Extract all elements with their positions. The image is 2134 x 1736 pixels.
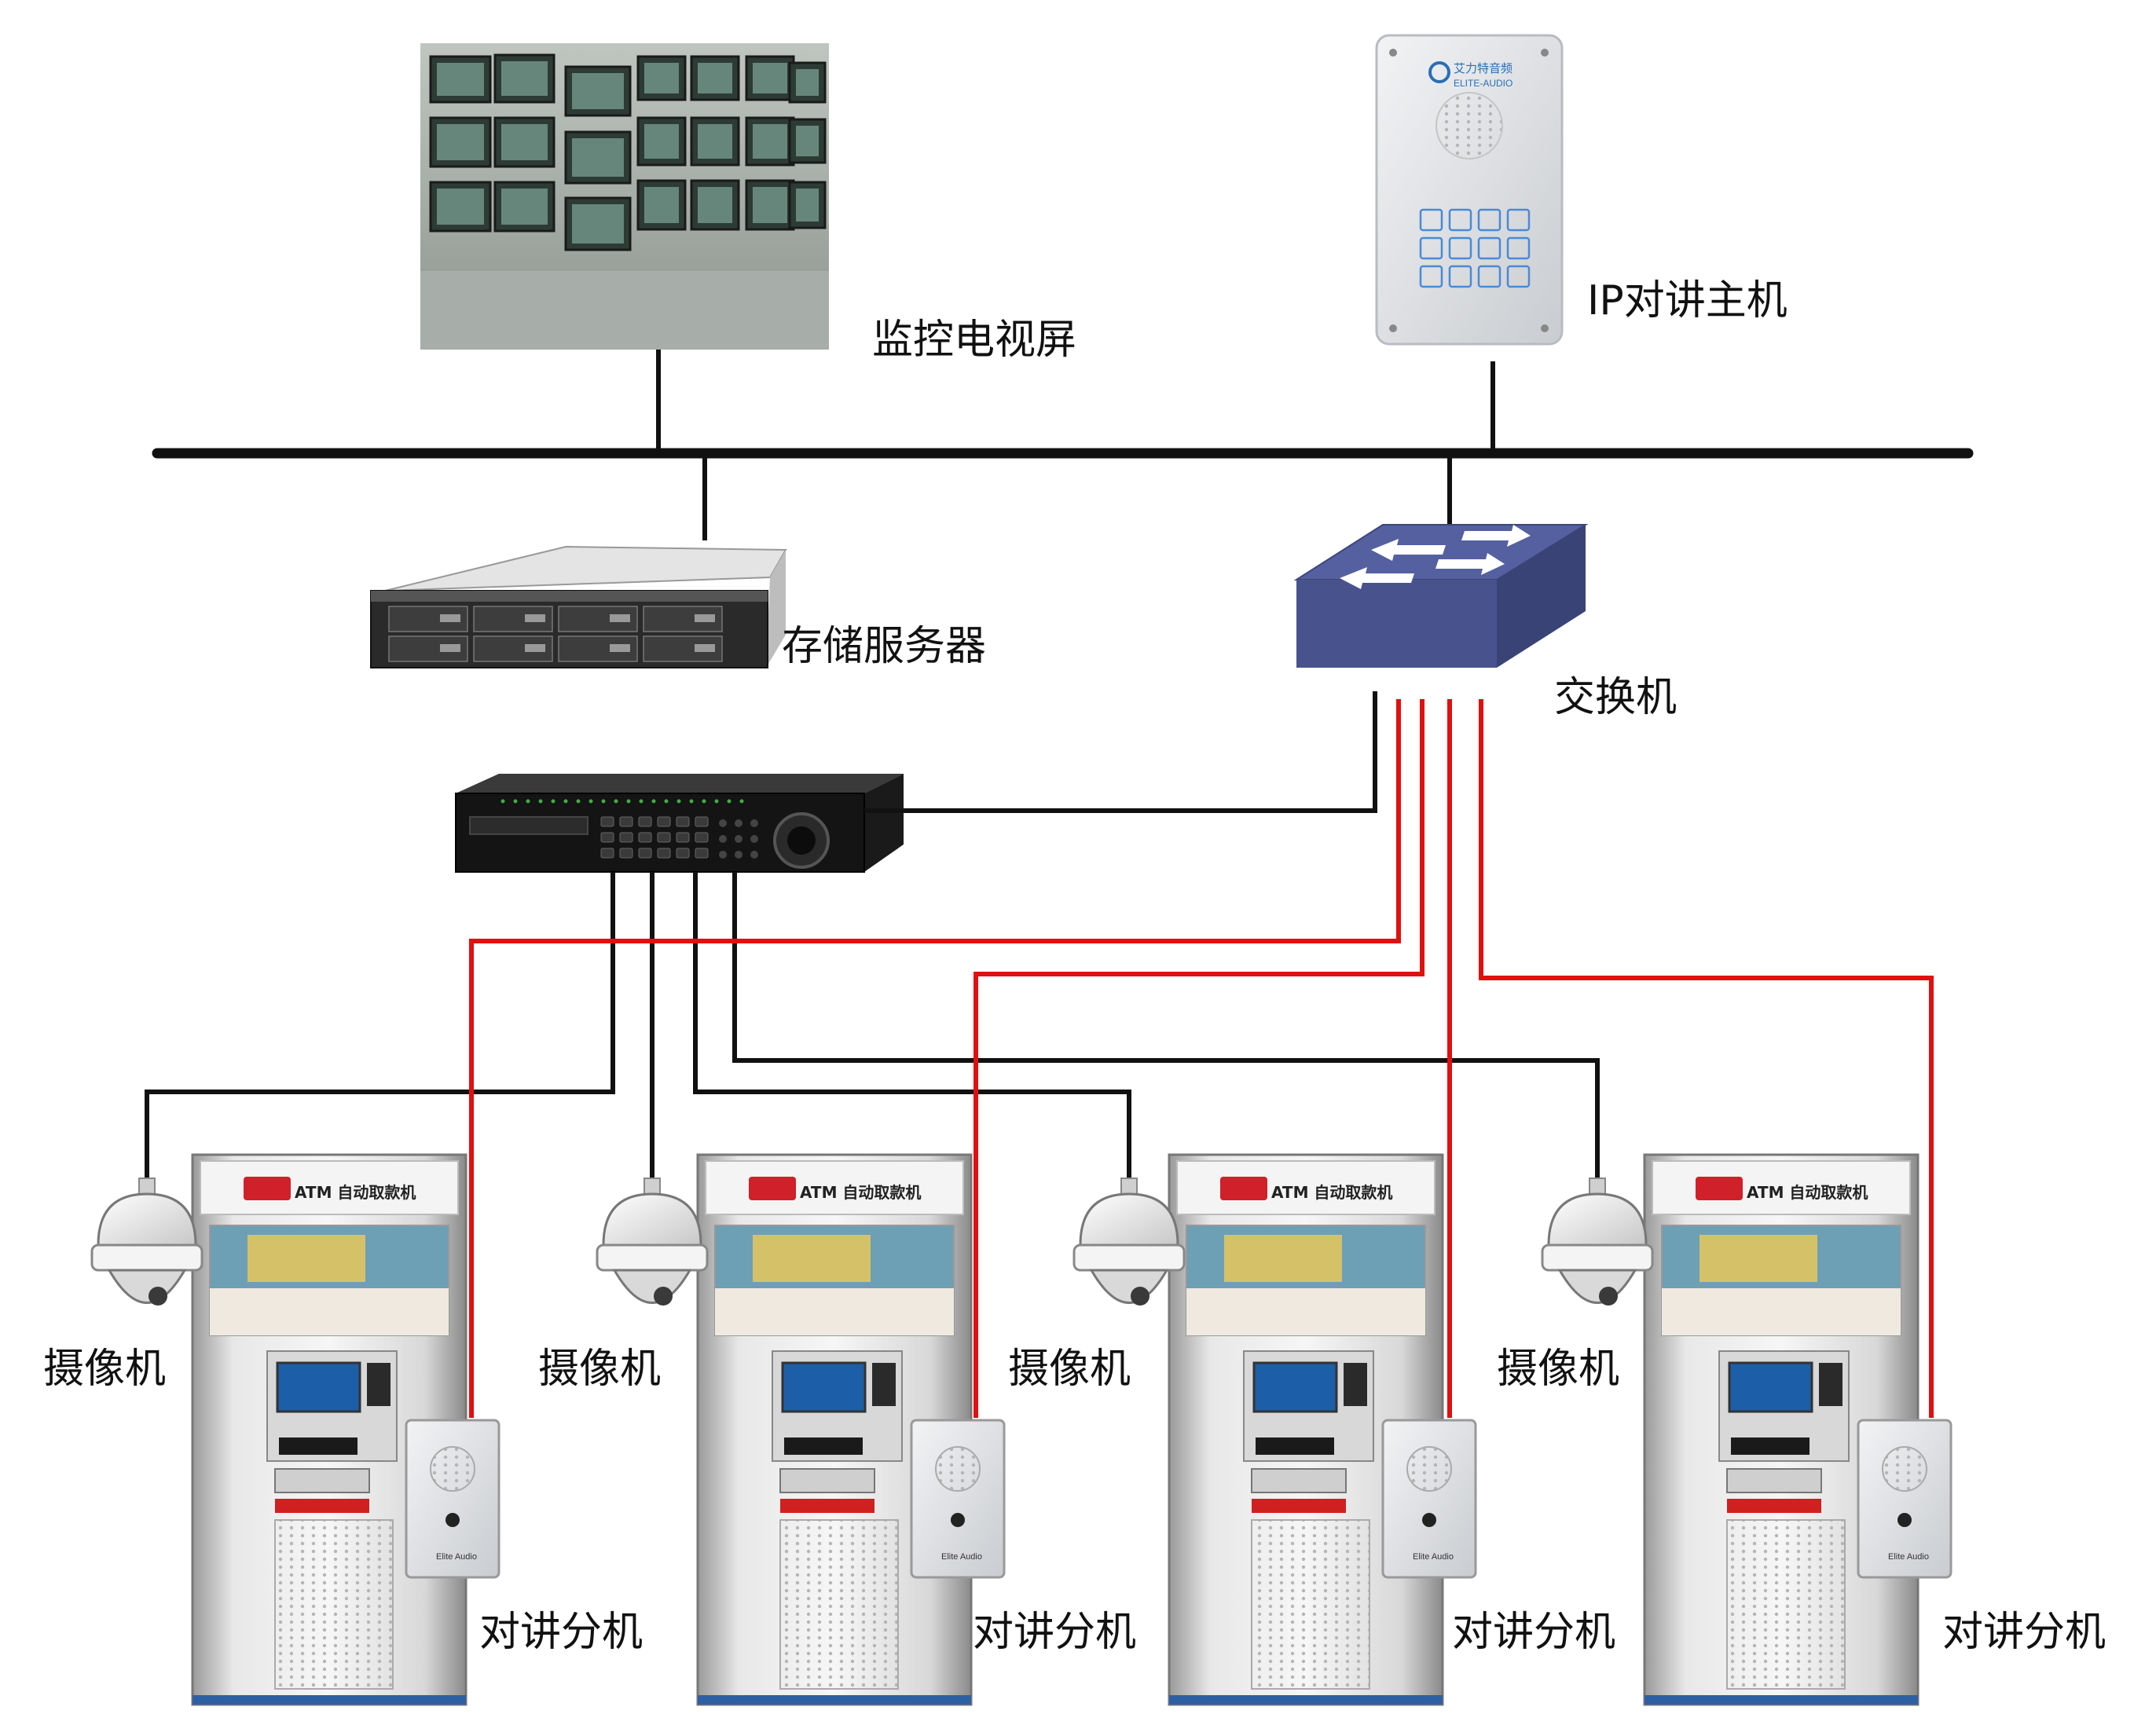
call-button-icon bbox=[446, 1513, 460, 1527]
atm-unit: ATM 自动取款机 bbox=[696, 1153, 973, 1706]
intercom-sub-panel: Elite Audio bbox=[910, 1419, 1006, 1579]
ip-intercom-host-image: 艾力特音频 ELITE-AUDIO bbox=[1375, 34, 1564, 346]
call-button-icon bbox=[1422, 1513, 1436, 1527]
dome-camera-icon bbox=[1072, 1177, 1186, 1306]
dome-camera-icon bbox=[596, 1177, 709, 1306]
camera-label: 摄像机 bbox=[43, 1346, 166, 1393]
dome-camera-icon bbox=[90, 1177, 204, 1306]
monitor-wall-label: 监控电视屏 bbox=[872, 317, 1076, 364]
intercom-sub-label: 对讲分机 bbox=[1452, 1609, 1615, 1656]
storage-server-label: 存储服务器 bbox=[782, 623, 986, 670]
intercom-sub-label: 对讲分机 bbox=[1942, 1609, 2106, 1656]
dvr-switch-link bbox=[864, 691, 1377, 813]
monitor-wall-image bbox=[420, 43, 829, 350]
sub-brand-text: Elite Audio bbox=[436, 1552, 477, 1562]
host-keypad bbox=[1419, 208, 1531, 288]
call-button-icon bbox=[951, 1513, 965, 1527]
atm-header-text: ATM 自动取款机 bbox=[800, 1183, 921, 1202]
host-speaker-icon bbox=[1436, 92, 1503, 159]
camera-label: 摄像机 bbox=[538, 1346, 661, 1393]
sub-speaker-icon bbox=[1406, 1446, 1452, 1492]
dvr-recorder-image bbox=[455, 774, 904, 873]
switch-label: 交换机 bbox=[1554, 674, 1677, 721]
network-switch-image bbox=[1293, 524, 1589, 668]
atm-unit: ATM 自动取款机 bbox=[1643, 1153, 1920, 1706]
intercom-sub-label: 对讲分机 bbox=[479, 1609, 643, 1656]
sub-speaker-icon bbox=[935, 1446, 981, 1492]
intercom-sub-label: 对讲分机 bbox=[973, 1609, 1136, 1656]
sub-brand-text: Elite Audio bbox=[1888, 1552, 1929, 1562]
camera-video-lines bbox=[145, 872, 1600, 1178]
sub-speaker-icon bbox=[1882, 1446, 1927, 1492]
call-button-icon bbox=[1898, 1513, 1912, 1527]
dome-camera-icon bbox=[1541, 1177, 1654, 1306]
host-brand-cn: 艾力特音频 bbox=[1454, 62, 1512, 75]
camera-label: 摄像机 bbox=[1008, 1346, 1131, 1393]
intercom-red-lines bbox=[469, 699, 1934, 1418]
unionpay-logo-icon bbox=[244, 1177, 291, 1200]
host-brand-en: ELITE-AUDIO bbox=[1454, 78, 1512, 89]
intercom-sub-panel: Elite Audio bbox=[1381, 1419, 1477, 1579]
intercom-sub-panel: Elite Audio bbox=[405, 1419, 500, 1579]
sub-speaker-icon bbox=[430, 1446, 475, 1492]
sub-brand-text: Elite Audio bbox=[941, 1552, 982, 1562]
storage-server-image bbox=[370, 545, 787, 668]
sub-brand-text: Elite Audio bbox=[1413, 1552, 1454, 1562]
ip-host-label: IP对讲主机 bbox=[1587, 277, 1788, 324]
intercom-sub-panel: Elite Audio bbox=[1857, 1419, 1952, 1579]
unionpay-logo-icon bbox=[749, 1177, 796, 1200]
unionpay-logo-icon bbox=[1220, 1177, 1267, 1200]
camera-label: 摄像机 bbox=[1497, 1346, 1619, 1393]
atm-header-text: ATM 自动取款机 bbox=[1271, 1183, 1392, 1202]
switch-arrows-icon bbox=[1340, 525, 1531, 589]
unionpay-logo-icon bbox=[1696, 1177, 1743, 1200]
atm-header-text: ATM 自动取款机 bbox=[1747, 1183, 1868, 1202]
atm-header-text: ATM 自动取款机 bbox=[295, 1183, 416, 1202]
